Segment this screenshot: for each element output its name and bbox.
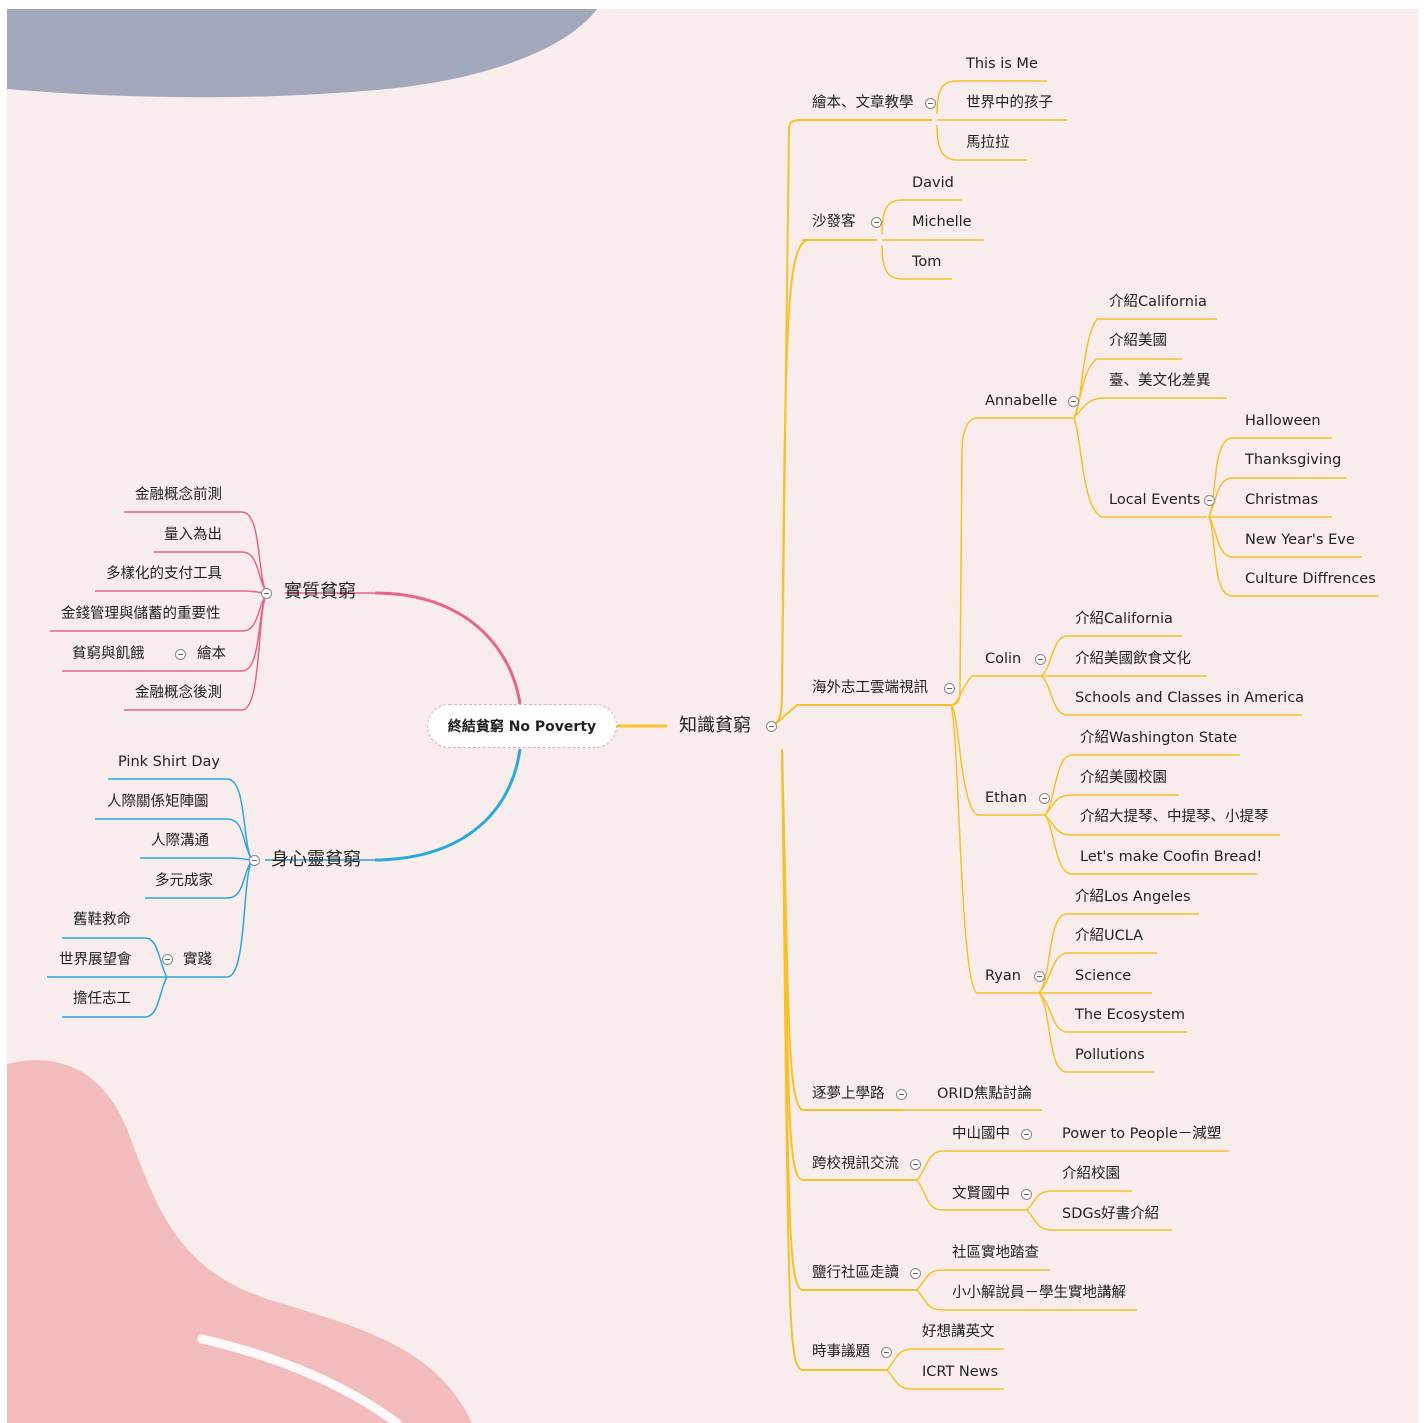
topic[interactable]: 跨校視訊交流 (812, 1156, 899, 1172)
topic[interactable]: 金融概念前測 (135, 487, 222, 503)
topic[interactable]: 海外志工雲端視訊 (812, 680, 928, 696)
topic[interactable]: Michelle (912, 214, 972, 230)
connector-lines (47, 80, 1379, 1390)
topic[interactable]: Culture Diffrences (1245, 571, 1376, 587)
topic[interactable]: 文賢國中 (952, 1186, 1010, 1202)
collapse-icon[interactable] (766, 721, 777, 732)
branch-knowledge-poverty[interactable]: 知識貧窮 (679, 715, 751, 736)
topic[interactable]: Power to People－減塑 (1062, 1126, 1222, 1142)
topic[interactable]: 社區實地踏查 (952, 1245, 1039, 1261)
topic[interactable]: Thanksgiving (1245, 452, 1342, 468)
collapse-icon[interactable] (1204, 495, 1215, 506)
collapse-icon[interactable] (1021, 1129, 1032, 1140)
topic[interactable]: 時事議題 (812, 1344, 870, 1360)
topic[interactable]: Schools and Classes in America (1075, 690, 1305, 706)
topic[interactable]: 中山國中 (952, 1126, 1010, 1142)
topic[interactable]: 人際關係矩陣圖 (107, 794, 209, 810)
topic[interactable]: Colin (985, 651, 1022, 667)
collapse-icon[interactable] (1039, 793, 1050, 804)
topic[interactable]: 介紹UCLA (1075, 928, 1144, 944)
topic[interactable]: 介紹California (1075, 611, 1173, 627)
topic[interactable]: 介紹校園 (1062, 1166, 1120, 1182)
topic[interactable]: 介紹美國飲食文化 (1075, 651, 1191, 667)
collapse-icon[interactable] (175, 649, 186, 660)
topic[interactable]: 介紹Washington State (1080, 730, 1238, 746)
topic[interactable]: 擔任志工 (73, 991, 131, 1007)
collapse-icon[interactable] (871, 217, 882, 228)
topic[interactable]: Local Events (1109, 492, 1201, 508)
topic[interactable]: 世界中的孩子 (966, 95, 1053, 111)
topic[interactable]: 鹽行社區走讀 (812, 1265, 899, 1281)
central-topic[interactable]: 終結貧窮 No Poverty (427, 704, 617, 748)
topic[interactable]: 小小解說員－學生實地講解 (952, 1285, 1126, 1301)
topic[interactable]: Ethan (985, 790, 1028, 806)
topic[interactable]: Annabelle (985, 393, 1058, 409)
topic[interactable]: 人際溝通 (151, 833, 209, 849)
topic[interactable]: 世界展望會 (59, 952, 132, 968)
branch-material-poverty[interactable]: 實質貧窮 (284, 581, 356, 602)
collapse-icon[interactable] (1068, 396, 1079, 407)
white-stroke (197, 1334, 402, 1423)
topic[interactable]: 實踐 (183, 952, 212, 968)
collapse-icon[interactable] (944, 683, 955, 694)
collapse-icon[interactable] (162, 954, 173, 965)
collapse-icon[interactable] (910, 1159, 921, 1170)
topic[interactable]: Pink Shirt Day (118, 754, 220, 770)
collapse-icon[interactable] (1034, 971, 1045, 982)
background-decoration (7, 9, 597, 1423)
topic[interactable]: 逐夢上學路 (812, 1086, 885, 1102)
topic[interactable]: 介紹美國 (1109, 333, 1167, 349)
topic[interactable]: 金錢管理與儲蓄的重要性 (61, 606, 221, 622)
topic[interactable]: Let's make Coofin Bread! (1080, 849, 1263, 865)
topic[interactable]: 介紹大提琴、中提琴、小提琴 (1080, 809, 1269, 825)
topic[interactable]: 金融概念後測 (135, 685, 222, 701)
topic[interactable]: 繪本 (197, 646, 226, 662)
topic[interactable]: ICRT News (922, 1364, 999, 1380)
mind-map-canvas: 終結貧窮 No Poverty 實質貧窮 金融概念前測 量入為出 多樣化的支付工… (7, 9, 1419, 1423)
topic[interactable]: 介紹美國校園 (1080, 770, 1167, 786)
topic[interactable]: Halloween (1245, 413, 1321, 429)
topic[interactable]: 沙發客 (812, 214, 856, 230)
topic[interactable]: The Ecosystem (1075, 1007, 1186, 1023)
branch-mind-poverty[interactable]: 身心靈貧窮 (271, 849, 361, 870)
topic[interactable]: 臺、美文化差異 (1109, 373, 1211, 389)
topic[interactable]: 貧窮與飢餓 (72, 646, 145, 662)
topic[interactable]: New Year's Eve (1245, 532, 1355, 548)
topic[interactable]: Pollutions (1075, 1047, 1145, 1063)
topic[interactable]: 介紹Los Angeles (1075, 889, 1191, 905)
collapse-icon[interactable] (910, 1268, 921, 1279)
collapse-icon[interactable] (1021, 1189, 1032, 1200)
topic[interactable]: Science (1075, 968, 1132, 984)
collapse-icon[interactable] (881, 1347, 892, 1358)
topic[interactable]: 量入為出 (164, 527, 222, 543)
topic[interactable]: Christmas (1245, 492, 1319, 508)
topic[interactable]: David (912, 175, 954, 191)
topic[interactable]: 多元成家 (155, 873, 213, 889)
collapse-icon[interactable] (896, 1089, 907, 1100)
topic[interactable]: 繪本、文章教學 (812, 95, 914, 111)
topic[interactable]: 介紹California (1109, 294, 1207, 310)
collapse-icon[interactable] (261, 588, 272, 599)
topic[interactable]: SDGs好書介紹 (1062, 1206, 1160, 1222)
topic[interactable]: Tom (912, 254, 942, 270)
topic[interactable]: ORID焦點討論 (937, 1086, 1032, 1102)
collapse-icon[interactable] (925, 98, 936, 109)
pink-blob (7, 1060, 472, 1423)
topic[interactable]: 好想講英文 (922, 1324, 995, 1340)
collapse-icon[interactable] (1035, 654, 1046, 665)
topic[interactable]: This is Me (966, 56, 1038, 72)
topic[interactable]: 舊鞋救命 (73, 912, 131, 928)
slate-blob (7, 9, 597, 98)
topic[interactable]: Ryan (985, 968, 1021, 984)
topic[interactable]: 馬拉拉 (966, 135, 1010, 151)
collapse-icon[interactable] (249, 855, 260, 866)
topic[interactable]: 多樣化的支付工具 (106, 566, 222, 582)
